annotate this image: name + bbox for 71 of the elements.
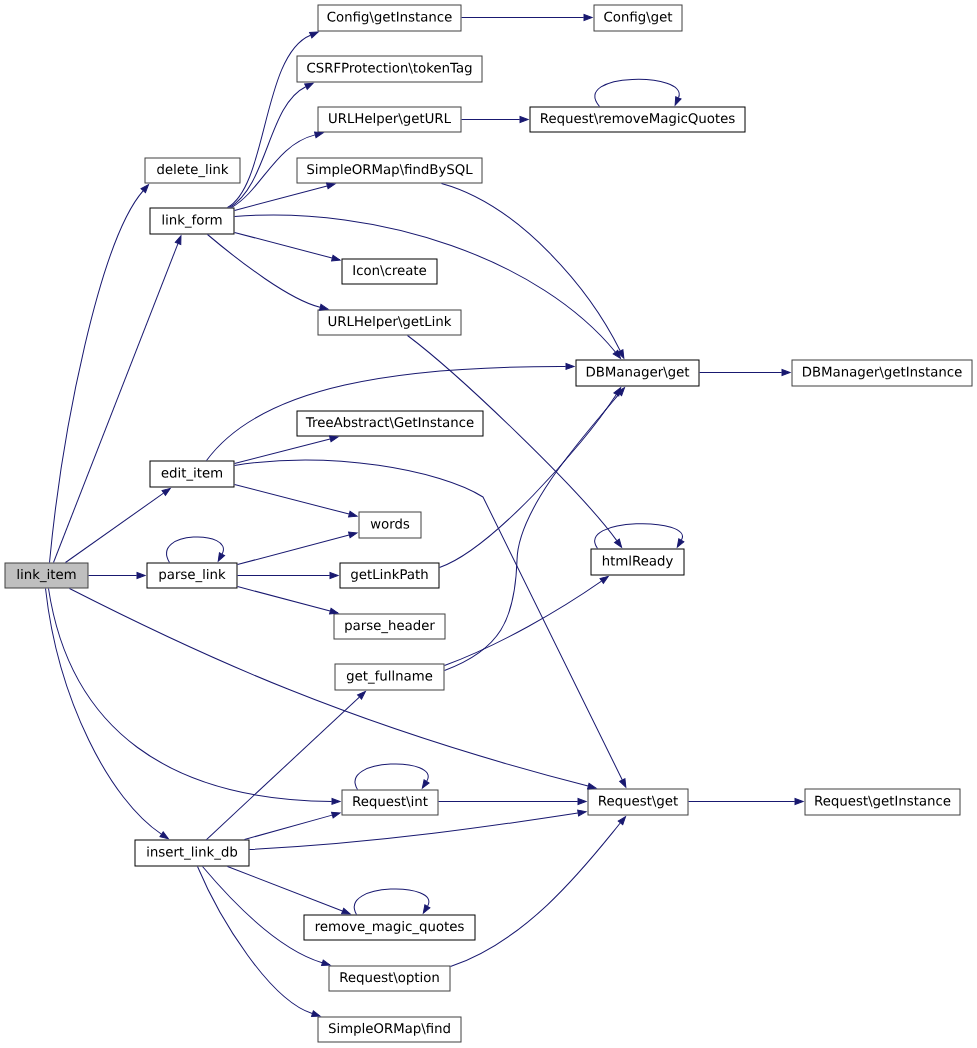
arrow [45,588,169,840]
arrow [237,531,358,565]
function-box: Request\get [587,788,689,816]
arrow [244,811,341,840]
function-box: SimpleORMap\findBySQL [296,157,483,184]
arrow [88,572,146,579]
arrow [227,31,319,208]
arrow [234,232,341,262]
arrow [234,182,336,211]
arrow [234,435,339,464]
function-box: Request\option [328,965,451,992]
arrow [461,14,593,21]
arrow [206,363,575,461]
function-box: TreeAbstract\GetInstance [296,410,484,437]
function-box: URLHelper\getURL [317,106,462,133]
loop-arrow [354,763,430,790]
loop-arrow [594,523,685,549]
arrow [444,575,609,666]
function-box: DBManager\get [575,359,700,387]
loop-arrow [353,888,431,915]
function-box: parse_header [333,613,446,640]
function-box: Request\removeMagicQuotes [529,106,746,133]
arrow [197,866,321,1017]
arrow [53,235,182,563]
arrow [444,387,626,671]
arrow [48,588,341,805]
loop-arrow [166,536,226,563]
function-box: SimpleORMap\find [317,1016,462,1043]
arrow [202,866,331,967]
arrow [249,809,587,850]
function-box: insert_link_db [134,839,250,867]
function-box: words [358,511,422,539]
arrow [227,866,351,915]
loop-arrow [594,79,682,107]
arrow [438,798,587,805]
function-box: Config\getInstance [317,4,462,32]
arrow [237,572,339,579]
function-box: Request\int [341,789,439,816]
function-box: Config\get [593,4,683,32]
arrow [699,369,791,376]
function-box: link_form [149,207,235,235]
function-box: CSRFProtection\tokenTag [296,55,483,83]
function-box: DBManager\getInstance [791,359,973,387]
arrow [237,586,339,615]
arrow [441,183,625,359]
arrow [688,798,804,805]
arrow [234,459,627,788]
arrow [65,487,171,563]
arrow [206,691,366,840]
function-box: get_fullname [334,663,445,691]
function-box: URLHelper\getLink [317,309,462,336]
arrow [207,234,329,311]
function-box: remove_magic_quotes [303,914,476,941]
function-box: Icon\create [341,258,438,285]
arrow [234,484,358,518]
function-box: edit_item [149,460,235,488]
arrow [231,131,324,208]
arrow [450,816,627,967]
arrow [229,82,314,208]
arrow [407,335,623,548]
function-box: delete_link [144,157,241,184]
arrow [439,387,622,568]
arrow [69,588,597,790]
arrow [234,214,622,359]
function-box: parse_link [146,562,238,589]
function-box: Request\getInstance [804,788,961,816]
function-box: htmlReady [590,548,685,576]
arrow [461,116,529,123]
arrow [49,184,149,563]
function-box: link_item [4,562,89,589]
function-box: getLinkPath [339,562,440,589]
